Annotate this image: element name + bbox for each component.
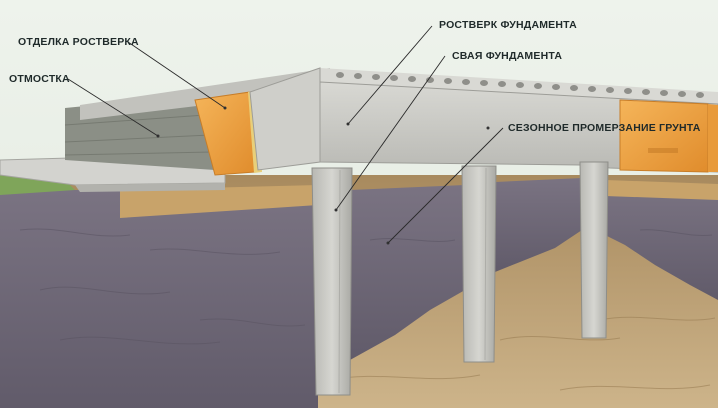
slab-holes [336,72,704,98]
label-pile: СВАЯ ФУНДАМЕНТА [452,50,563,62]
pile-3 [579,161,609,339]
leader-lines [67,25,504,244]
label-grillage: РОСТВЕРК ФУНДАМЕНТА [439,19,577,31]
leader-pile [335,55,446,211]
blind-area-edge [75,183,225,192]
frozen-soil-right [605,185,718,300]
frozen-soil-mid [350,185,465,360]
frozen-soil-mid2 [495,178,582,272]
leader-frost-depth [387,127,504,244]
pile-1 [311,167,353,396]
cladding-texture [64,114,213,156]
pile-1-shade [338,169,341,394]
deep-soil-texture [329,316,716,391]
label-grillage-finish: ОТДЕЛКА РОСТВЕРКА [18,36,139,48]
sand-bed [120,185,318,218]
pile-2-shade [484,167,487,361]
sand-bed-right [605,180,718,200]
soil-texture [19,228,713,345]
leader-blind-area [67,78,159,137]
insulation-right [619,99,709,173]
frozen-soil-left [0,190,318,408]
pile-2 [461,165,497,363]
insulation-brand-mark [648,148,678,153]
insulation-right-2 [708,104,718,172]
label-frost-depth: СЕЗОННОЕ ПРОМЕРЗАНИЕ ГРУНТА [508,122,701,134]
leader-grillage-finish [127,41,226,109]
label-blind-area: ОТМОСТКА [9,73,70,85]
leader-grillage [347,25,433,125]
grillage-end [249,67,321,171]
